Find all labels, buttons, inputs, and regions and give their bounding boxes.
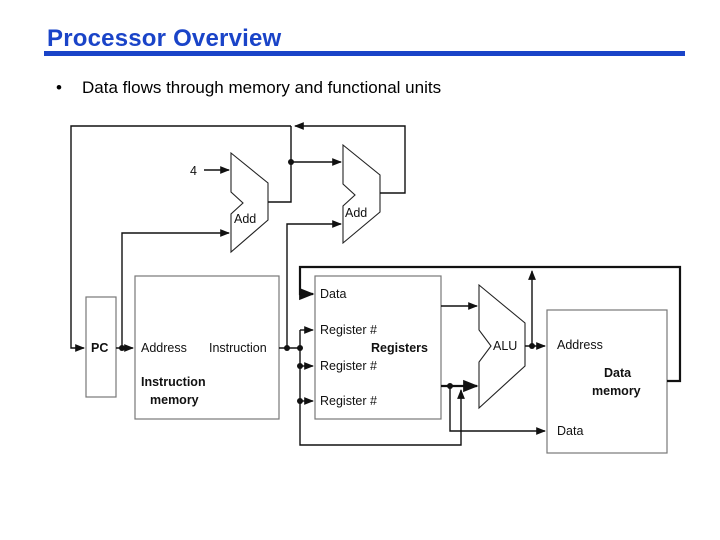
constant-four-label: 4 (190, 164, 197, 178)
imem-instruction-port: Instruction (209, 341, 267, 355)
wire-pc-to-adder1 (121, 229, 230, 348)
reg-port-3: Register # (320, 394, 377, 408)
slide-title: Processor Overview (47, 25, 282, 52)
bullet-item: • Data flows through memory and functiona… (56, 78, 441, 98)
bullet-text: Data flows through memory and functional… (82, 78, 442, 97)
pc-label: PC (91, 341, 108, 355)
register-file-box (314, 275, 442, 420)
bullet-marker: • (56, 78, 62, 97)
reg-data-port: Data (320, 287, 346, 301)
dmem-address-port: Address (557, 338, 603, 352)
reg-port-2: Register # (320, 359, 377, 373)
pc-register (85, 296, 117, 398)
dmem-title-line2: memory (592, 384, 641, 398)
wire-adder1-out (268, 126, 292, 203)
adder2-label: Add (345, 206, 367, 220)
junction-dots (119, 159, 535, 404)
imem-title-line2: memory (150, 393, 199, 407)
alu-unit (478, 283, 526, 410)
adder1-label: Add (234, 212, 256, 226)
instruction-memory-box (134, 275, 280, 420)
wire-adder2-feedback (294, 122, 406, 194)
alu-label: ALU (493, 339, 517, 353)
adder-branch-target (342, 143, 381, 245)
wire-next-pc (70, 125, 291, 352)
reg-port-1: Register # (320, 323, 377, 337)
wire-writeback (298, 265, 682, 383)
wire-instr-to-adder2 (286, 220, 342, 348)
title-underline (44, 51, 685, 56)
imem-address-port: Address (141, 341, 187, 355)
imem-title-line1: Instruction (141, 375, 206, 389)
wire-reg-to-dmem-data (449, 386, 546, 435)
registers-title: Registers (371, 341, 428, 355)
dmem-title-line1: Data (604, 366, 632, 380)
wire-bottom-loop (299, 389, 465, 446)
adder-pc-increment (230, 151, 269, 254)
dmem-data-port: Data (557, 424, 583, 438)
